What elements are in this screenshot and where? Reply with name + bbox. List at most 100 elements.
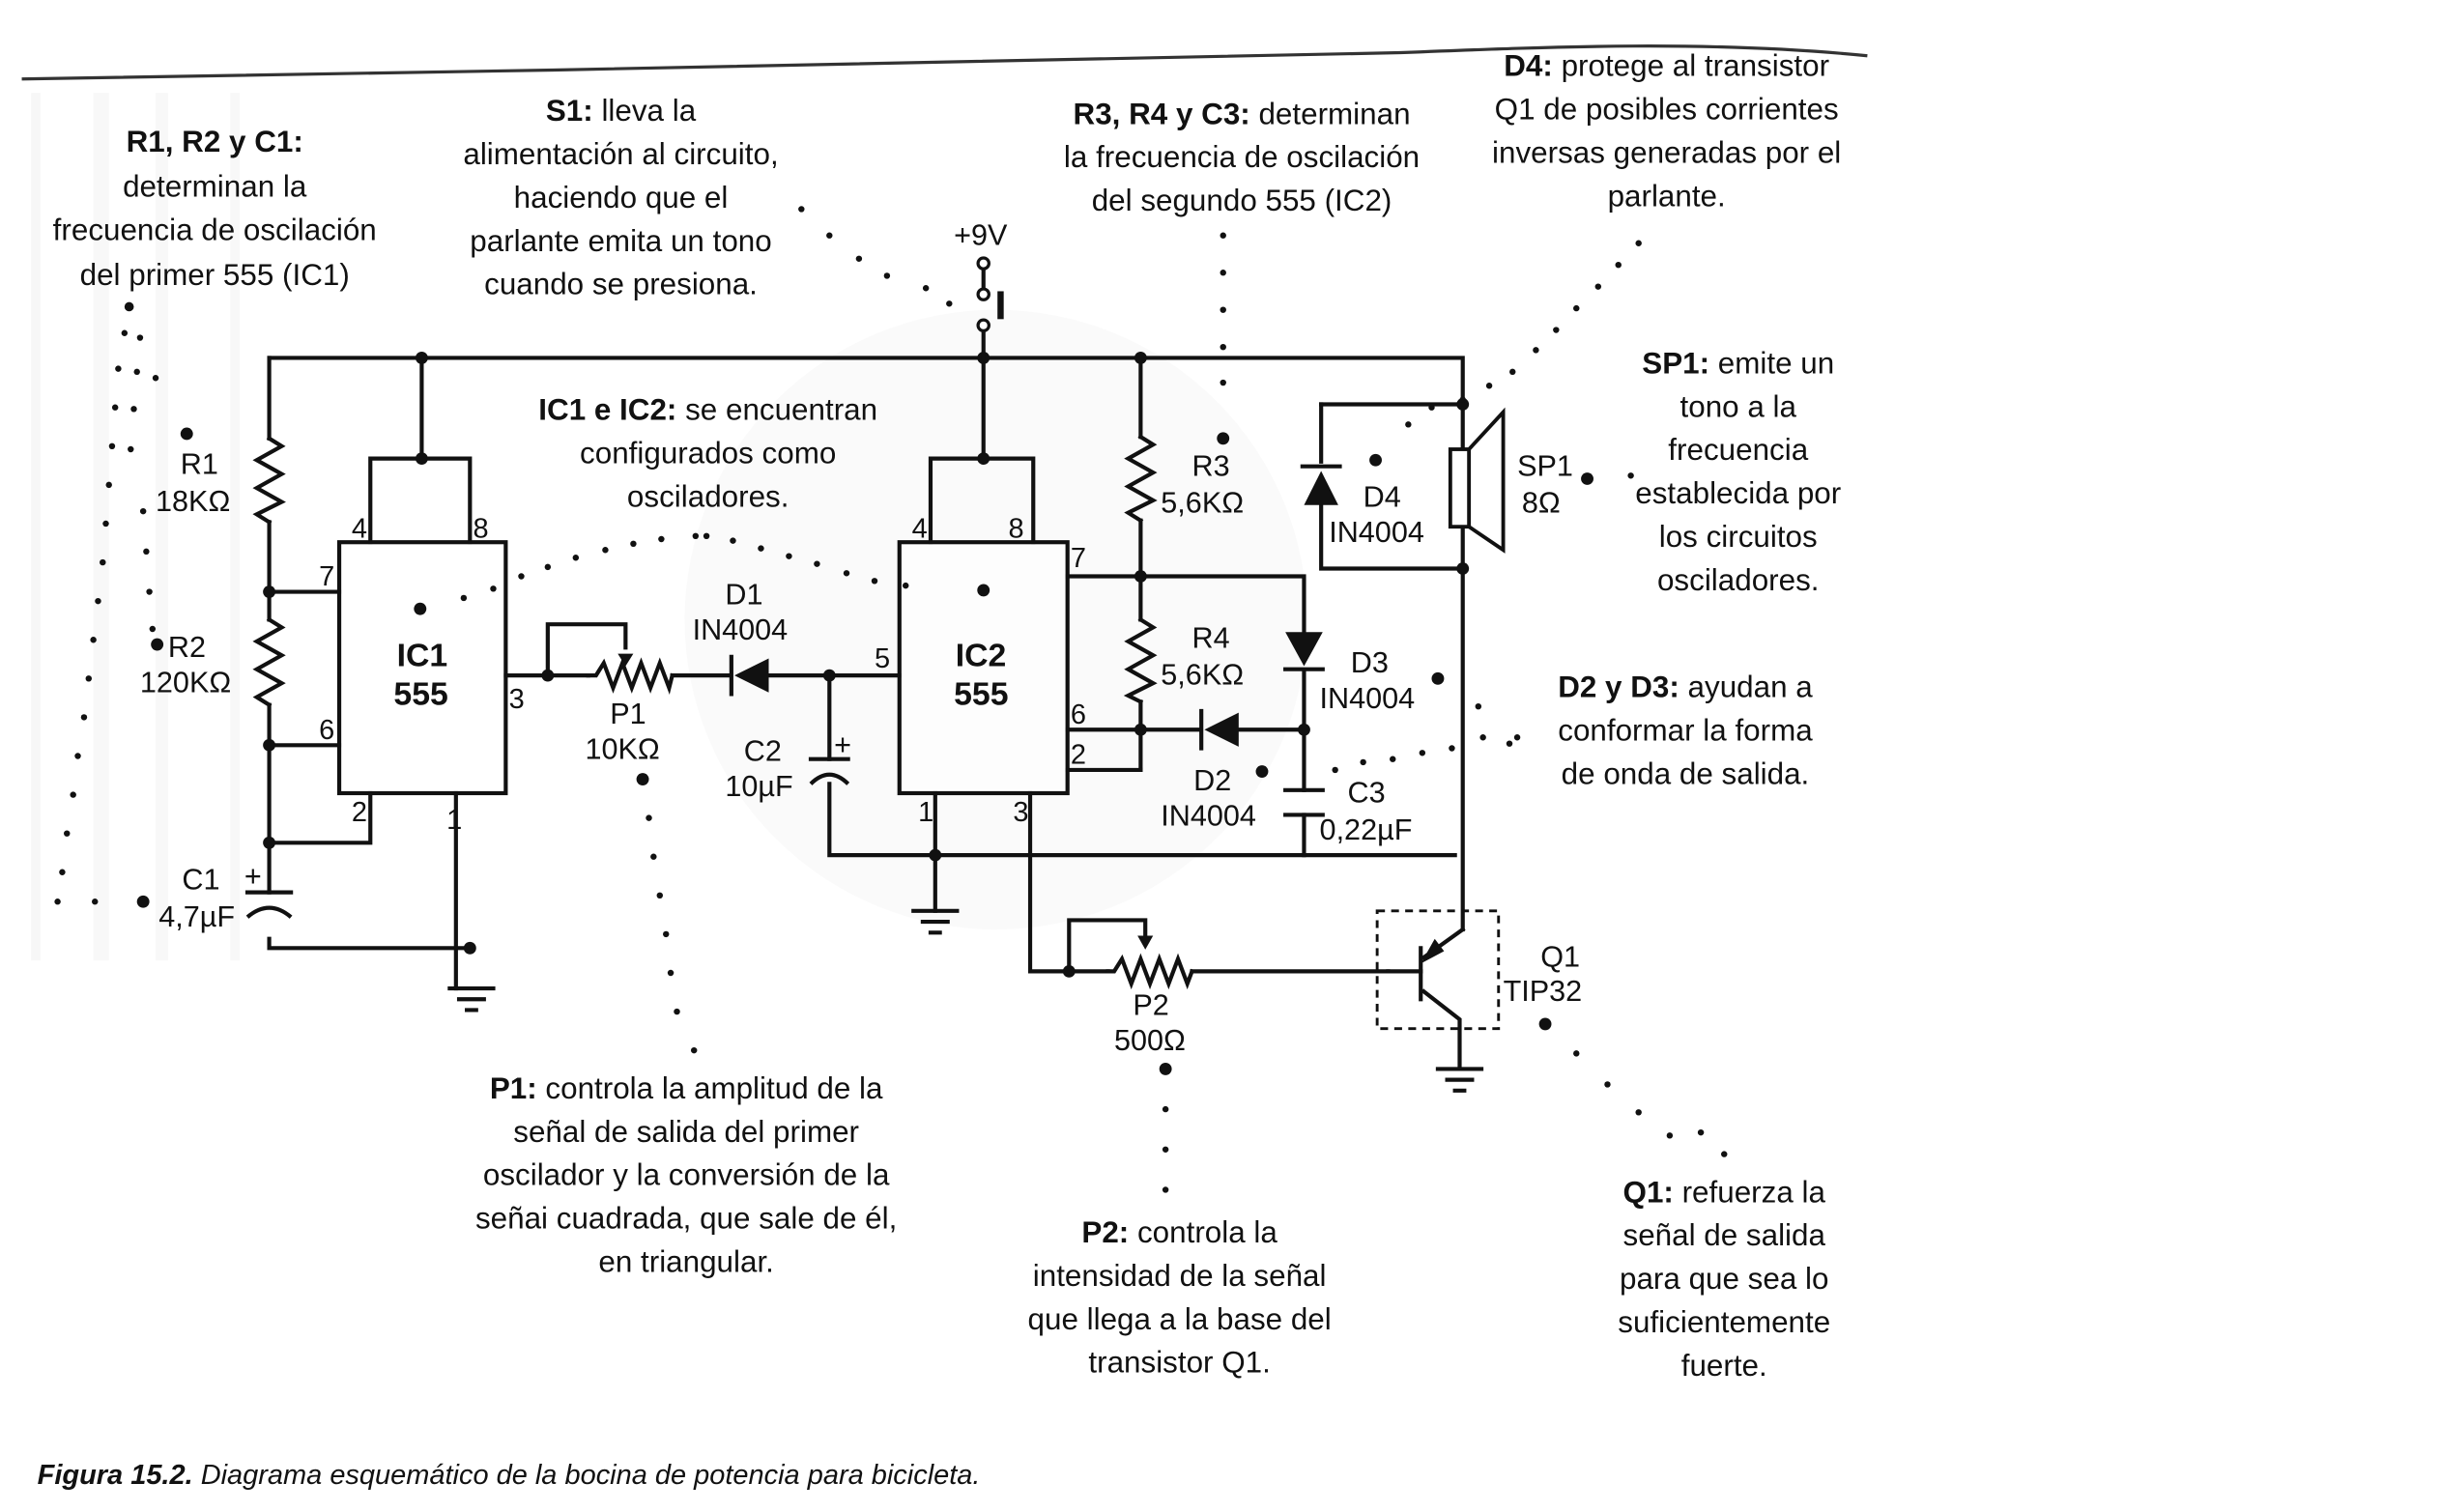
annotation-line: en triangular. — [598, 1245, 774, 1279]
ic1-pin-4: 4 — [352, 513, 367, 544]
annotation-title: P2: — [1081, 1215, 1129, 1249]
annotation-line: determinan — [1250, 97, 1411, 130]
r1-value: 18KΩ — [156, 485, 230, 518]
ic2-pin-7: 7 — [1071, 543, 1086, 574]
annotation-line: señal de salida — [1623, 1218, 1826, 1252]
ic1-pin-6: 6 — [319, 715, 334, 746]
annotation-q1: Q1: refuerza la señal de salida para que… — [1618, 1175, 1830, 1383]
annotation-line: configurados como — [580, 437, 836, 471]
resistor-r2: R2 120KΩ — [140, 616, 286, 708]
annotation-d4: D4: protege al transistor Q1 de posibles… — [1492, 49, 1841, 214]
annotation-line: del primer 555 (IC1) — [80, 258, 350, 292]
c1-polarity: + — [244, 860, 262, 893]
annotation-r1-r2-c1: R1, R2 y C1: determinan la frecuencia de… — [53, 125, 377, 292]
annotation-line: Q1 de posibles corrientes — [1495, 93, 1839, 127]
potentiometer-p1: P1 10KΩ — [585, 653, 675, 766]
d3-label: D3 — [1351, 646, 1389, 679]
ground-icon — [447, 985, 496, 1013]
annotation-line: del segundo 555 (IC2) — [1092, 184, 1392, 217]
leader-dots — [54, 206, 1728, 1193]
ic2-pin-8: 8 — [1008, 513, 1023, 544]
ic1-pin-2: 2 — [352, 797, 367, 828]
capacitor-c3: C3 0,22µF — [1283, 777, 1413, 846]
annotation-d2-d3: D2 y D3: ayudan a conformar la forma de … — [1558, 670, 1813, 791]
resistor-r4: R4 5,6KΩ — [1123, 616, 1244, 705]
annotation-line: suficientemente — [1618, 1305, 1830, 1339]
junction-dots — [263, 351, 1470, 978]
d2-part: IN4004 — [1161, 800, 1256, 833]
ground-icon — [1435, 1067, 1484, 1093]
annotation-line: osciladores. — [1657, 563, 1820, 597]
diode-d1: D1 IN4004 — [693, 578, 789, 697]
wires — [267, 356, 1466, 1071]
d1-label: D1 — [725, 578, 762, 611]
r4-value: 5,6KΩ — [1161, 659, 1244, 692]
annotation-line: se encuentran — [676, 393, 877, 427]
annotation-title: D2 y D3: — [1558, 670, 1679, 704]
resistor-r3: R3 5,6KΩ — [1124, 434, 1244, 524]
q1-part: TIP32 — [1504, 975, 1583, 1008]
svg-text:IC1 e IC2: se encuentran: IC1 e IC2: se encuentran — [538, 393, 877, 427]
annotation-r3-r4-c3: R3, R4 y C3: determinan la frecuencia de… — [1064, 97, 1420, 217]
r3-label: R3 — [1192, 449, 1230, 482]
annotation-line: refuerza la — [1674, 1175, 1826, 1209]
annotation-line: controla la — [1129, 1215, 1277, 1249]
d1-part: IN4004 — [693, 613, 789, 646]
svg-text:S1: lleva la: S1: lleva la — [546, 94, 697, 128]
speaker-sp1: SP1 8Ω — [1448, 407, 1573, 554]
c2-value: 10µF — [725, 770, 792, 803]
d2-label: D2 — [1193, 764, 1231, 797]
ic1-pin-7: 7 — [319, 561, 334, 592]
annotation-line: intensidad de la señal — [1033, 1259, 1327, 1293]
ic2-pin-2: 2 — [1071, 740, 1086, 771]
annotation-s1: S1: lleva la alimentación al circuito, h… — [463, 94, 778, 301]
annotation-line: tono a la — [1680, 389, 1797, 423]
annotation-line: frecuencia — [1668, 433, 1808, 467]
r2-label: R2 — [168, 631, 206, 664]
supply-label: +9V — [954, 218, 1008, 251]
sp1-value: 8Ω — [1522, 487, 1561, 520]
page-edge-line — [21, 44, 1868, 81]
annotation-line: haciendo que el — [514, 181, 729, 214]
svg-text:D2 y D3: ayudan a: D2 y D3: ayudan a — [1558, 670, 1813, 704]
annotation-line: determinan la — [123, 170, 307, 204]
ic2-pin-6: 6 — [1071, 699, 1086, 730]
ic1-part: 555 — [393, 676, 447, 713]
annotation-line: inversas generadas por el — [1492, 135, 1841, 169]
annotation-line: protege al transistor — [1553, 49, 1829, 83]
annotation-line: lleva la — [593, 94, 697, 128]
annotation-line: de onda de salida. — [1562, 756, 1810, 790]
caption-text: Diagrama esquemático de la bocina de pot… — [193, 1460, 981, 1491]
annotation-line: señal de salida del primer — [513, 1115, 859, 1149]
diode-d2: D2 IN4004 — [1161, 708, 1256, 833]
ic1-label: IC1 — [397, 638, 448, 674]
ic2-pin-1: 1 — [918, 797, 933, 828]
annotation-sp1: SP1: emite un tono a la frecuencia estab… — [1635, 346, 1841, 596]
c2-polarity: + — [834, 728, 851, 761]
annotation-p2: P2: controla la intensidad de la señal q… — [1028, 1215, 1332, 1380]
ground-icon — [911, 908, 960, 935]
transistor-q1: Q1 TIP32 — [1375, 909, 1583, 1031]
diode-d3: D3 IN4004 — [1283, 632, 1416, 715]
svg-text:R3, R4 y C3: determinan: R3, R4 y C3: determinan — [1074, 97, 1411, 130]
svg-text:P1: controla la amplitud de la: P1: controla la amplitud de la — [490, 1071, 883, 1105]
capacitor-c2: + C2 10µF — [725, 728, 851, 803]
annotation-line: osciladores. — [627, 479, 789, 513]
svg-text:R1, R2 y C1:: R1, R2 y C1: — [127, 125, 303, 158]
annotation-line: señai cuadrada, que sale de él, — [475, 1202, 897, 1236]
diode-d4: D4 IN4004 — [1300, 464, 1424, 549]
d4-part: IN4004 — [1329, 516, 1424, 549]
annotation-line: para que sea lo — [1620, 1262, 1828, 1296]
annotation-title: R3, R4 y C3: — [1074, 97, 1250, 130]
potentiometer-p2: P2 500Ω — [1105, 935, 1195, 1057]
ic1-pin-3: 3 — [509, 684, 525, 715]
caption-number: Figura 15.2. — [38, 1460, 193, 1491]
annotation-line: transistor Q1. — [1088, 1346, 1270, 1380]
annotation-title: S1: — [546, 94, 593, 128]
annotation-ic1-ic2: IC1 e IC2: se encuentran configurados co… — [538, 393, 877, 514]
d3-part: IN4004 — [1320, 682, 1416, 715]
p2-label: P2 — [1133, 988, 1168, 1021]
c3-value: 0,22µF — [1320, 813, 1413, 846]
c1-label: C1 — [182, 863, 219, 896]
